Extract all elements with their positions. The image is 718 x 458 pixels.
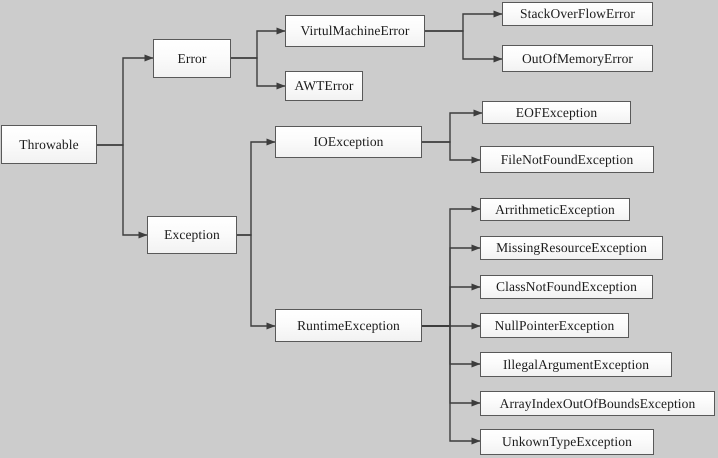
edge-ioexception-to-filenotfound [422, 141, 481, 164]
node-label: UnkownTypeException [502, 434, 632, 450]
node-nullpointer[interactable]: NullPointerException [480, 313, 629, 338]
node-runtimeexception[interactable]: RuntimeException [275, 309, 422, 342]
edge-exception-to-runtimeexception [237, 234, 276, 330]
node-label: OutOfMemoryError [521, 50, 634, 66]
node-label: FileNotFoundException [500, 151, 634, 167]
node-label: RuntimeException [297, 317, 400, 333]
node-unkowntype[interactable]: UnkownTypeException [480, 429, 654, 455]
node-arithmetic[interactable]: ArrithmeticException [480, 198, 630, 221]
node-label: IOException [313, 134, 384, 150]
node-label: MissingResourceException [496, 240, 647, 256]
node-awterror[interactable]: AWTError [285, 71, 363, 101]
node-label: StackOverFlowError [519, 6, 636, 22]
node-illegalargument[interactable]: IllegalArgumentException [480, 352, 672, 377]
edge-runtimeexception-to-illegalargument [422, 325, 481, 368]
edge-runtimeexception-to-classnotfound [422, 283, 481, 327]
node-label: AWTError [294, 78, 354, 94]
node-virtualmachine[interactable]: VirtulMachineError [285, 15, 425, 47]
edge-error-to-awterror [231, 57, 286, 90]
node-throwable[interactable]: Throwable [1, 125, 97, 164]
node-stackoverflow[interactable]: StackOverFlowError [502, 2, 653, 26]
edge-virtualmachine-to-stackoverflow [425, 10, 503, 32]
node-label: Throwable [19, 136, 79, 152]
edge-virtualmachine-to-outofmemory [425, 30, 503, 63]
node-missingresource[interactable]: MissingResourceException [480, 236, 663, 260]
node-outofmemory[interactable]: OutOfMemoryError [502, 45, 653, 72]
node-label: Error [177, 50, 207, 66]
edge-throwable-to-error [97, 54, 154, 146]
node-ioexception[interactable]: IOException [275, 126, 422, 158]
node-exception[interactable]: Exception [147, 216, 237, 254]
node-label: ArrithmeticException [495, 201, 615, 217]
node-error[interactable]: Error [153, 39, 231, 78]
edge-exception-to-ioexception [237, 138, 276, 236]
edge-throwable-to-exception [97, 144, 148, 239]
edge-error-to-virtualmachine [231, 27, 286, 59]
node-label: NullPointerException [494, 317, 615, 333]
node-arrayindex[interactable]: ArrayIndexOutOfBoundsException [480, 391, 715, 416]
node-eofexception[interactable]: EOFException [482, 101, 631, 124]
edge-runtimeexception-to-unkowntype [422, 325, 481, 445]
node-classnotfound[interactable]: ClassNotFoundException [480, 275, 653, 299]
node-label: EOFException [515, 104, 598, 120]
edges-group [97, 10, 503, 445]
node-label: Exception [164, 227, 220, 243]
node-label: ClassNotFoundException [496, 279, 637, 295]
node-label: IllegalArgumentException [502, 356, 650, 372]
edge-runtimeexception-to-arithmetic [422, 205, 481, 327]
edge-ioexception-to-eofexception [422, 109, 483, 143]
node-filenotfound[interactable]: FileNotFoundException [480, 146, 654, 173]
node-label: VirtulMachineError [300, 23, 410, 39]
node-label: ArrayIndexOutOfBoundsException [499, 395, 696, 411]
